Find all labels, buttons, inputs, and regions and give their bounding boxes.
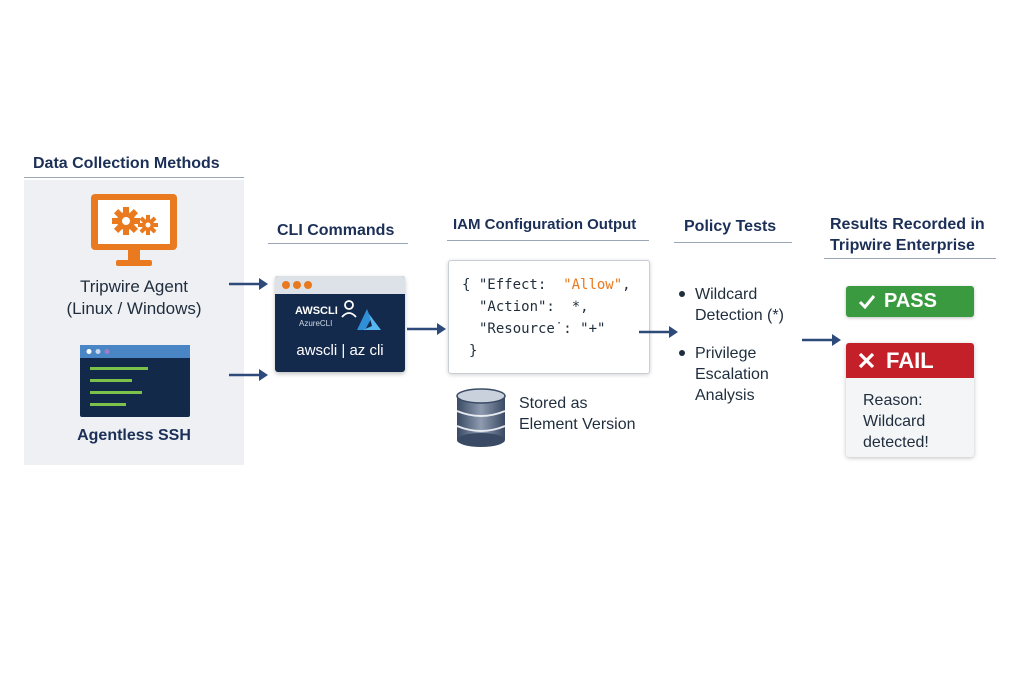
policy-test-line: Analysis (695, 387, 755, 404)
fail-card: FAIL Reason: Wildcard detected! (846, 343, 974, 457)
policy-test-line: Detection (*) (695, 307, 784, 324)
window-dot-icon (304, 281, 312, 289)
user-icon (341, 300, 357, 318)
pass-label: PASS (884, 290, 937, 312)
policy-test-line: Escalation (695, 366, 769, 383)
small-gear-icon (138, 215, 158, 235)
cli-commands-heading: CLI Commands (277, 222, 395, 239)
bullet-icon (679, 350, 685, 356)
arrow-right-icon (639, 326, 678, 338)
database-icon (456, 388, 506, 447)
iam-json-close-line: } (469, 343, 478, 359)
iam-json-box: { "Effect: "Allow", "Action": *, "Resour… (448, 260, 650, 374)
iam-output-heading: IAM Configuration Output (453, 216, 637, 233)
iam-json-effect-key: { "Effect: (462, 277, 564, 293)
iam-output-underline (447, 240, 649, 241)
iam-json-action-line: "Action": *, (479, 299, 589, 315)
checkmark-icon (858, 295, 876, 309)
iam-json-comma: , (622, 277, 631, 293)
iam-json-allow-value: "Allow" (563, 277, 623, 293)
cli-window-titlebar (275, 276, 405, 294)
azurecli-logo-text: AzureCLI (299, 319, 333, 328)
policy-test-line: Wildcard (695, 286, 758, 303)
fail-reason-line: Wildcard (863, 413, 926, 430)
agent-label-line2: (Linux / Windows) (66, 299, 202, 318)
stored-as-label: Stored as Element Version (519, 393, 636, 435)
agent-monitor-icon (91, 194, 177, 266)
fail-reason-line: Reason: (863, 392, 923, 409)
policy-test-line: Privilege (695, 345, 757, 362)
arrow-right-icon (229, 278, 268, 290)
policy-test-item: Privilege Escalation Analysis (695, 343, 769, 406)
agent-label-line1: Tripwire Agent (79, 277, 189, 296)
stored-as-line2: Element Version (519, 416, 636, 433)
results-heading-line1: Results Recorded in (830, 216, 985, 233)
bullet-icon (679, 291, 685, 297)
window-dot-icon (282, 281, 290, 289)
results-underline (824, 258, 996, 259)
ssh-terminal-icon (80, 345, 190, 417)
stored-as-line1: Stored as (519, 395, 588, 412)
arrow-right-icon (407, 323, 446, 335)
arrow-right-icon (802, 334, 841, 346)
policy-tests-underline (674, 242, 792, 243)
fail-reason: Reason: Wildcard detected! (863, 390, 929, 453)
data-collection-heading: Data Collection Methods (33, 155, 220, 172)
iam-json-resource-line: "Resource˙: "+" (479, 321, 606, 337)
results-heading: Results Recorded in Tripwire Enterprise (830, 214, 985, 256)
cli-commands-underline (268, 243, 408, 244)
pass-badge: PASS (846, 286, 974, 317)
gear-icon (112, 207, 140, 235)
fail-label: FAIL (886, 348, 934, 373)
arrow-right-icon (229, 369, 268, 381)
policy-tests-heading: Policy Tests (684, 218, 777, 235)
window-dot-icon (293, 281, 301, 289)
results-heading-line2: Tripwire Enterprise (830, 237, 975, 254)
data-collection-underline (24, 177, 244, 178)
fail-reason-line: detected! (863, 434, 929, 451)
fail-badge: FAIL (846, 343, 974, 378)
azure-logo-icon (357, 309, 381, 330)
cli-window: AWSCLI AzureCLI awscli | az cli (275, 276, 405, 372)
agent-label: Tripwire Agent (Linux / Windows) (44, 276, 224, 320)
agentless-ssh-label: Agentless SSH (77, 427, 191, 444)
x-mark-icon (858, 352, 875, 369)
iam-json-line: { "Effect: "Allow", (462, 277, 631, 293)
awscli-logo-text: AWSCLI (295, 305, 338, 317)
cli-command-text: awscli | az cli (296, 342, 384, 359)
policy-test-item: Wildcard Detection (*) (695, 284, 784, 326)
